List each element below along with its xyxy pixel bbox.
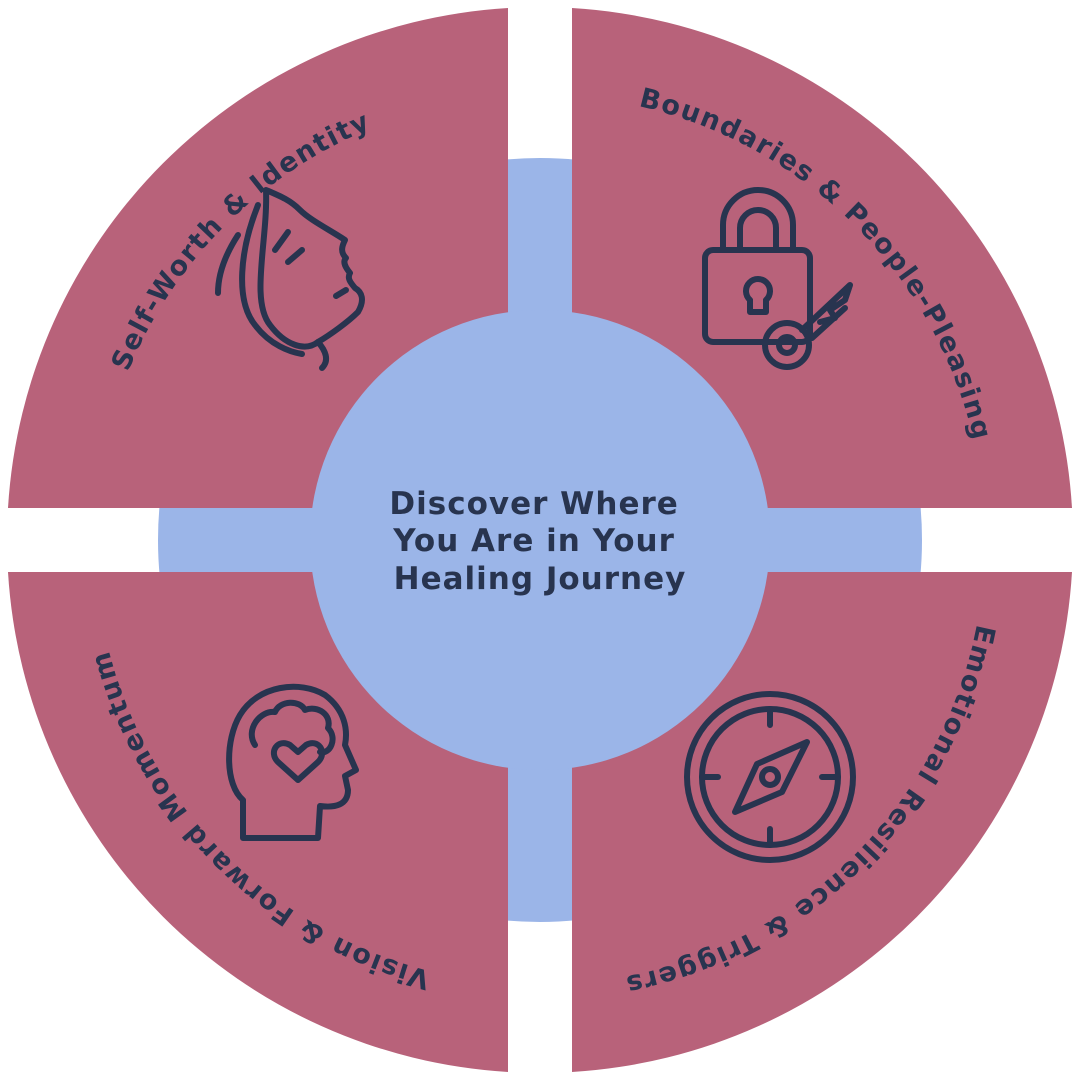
head-brain-heart-icon — [226, 683, 359, 841]
center-title: Discover Where You Are in Your Healing J… — [389, 486, 690, 597]
lock-and-key-icon — [702, 187, 853, 370]
center-line-2: You Are in Your — [392, 523, 675, 559]
compass-icon — [684, 691, 856, 863]
center-circle — [310, 310, 770, 770]
center-line-3: Healing Journey — [394, 561, 687, 597]
face-profile-icon — [215, 187, 365, 371]
center-line-1: Discover Where — [389, 486, 678, 522]
